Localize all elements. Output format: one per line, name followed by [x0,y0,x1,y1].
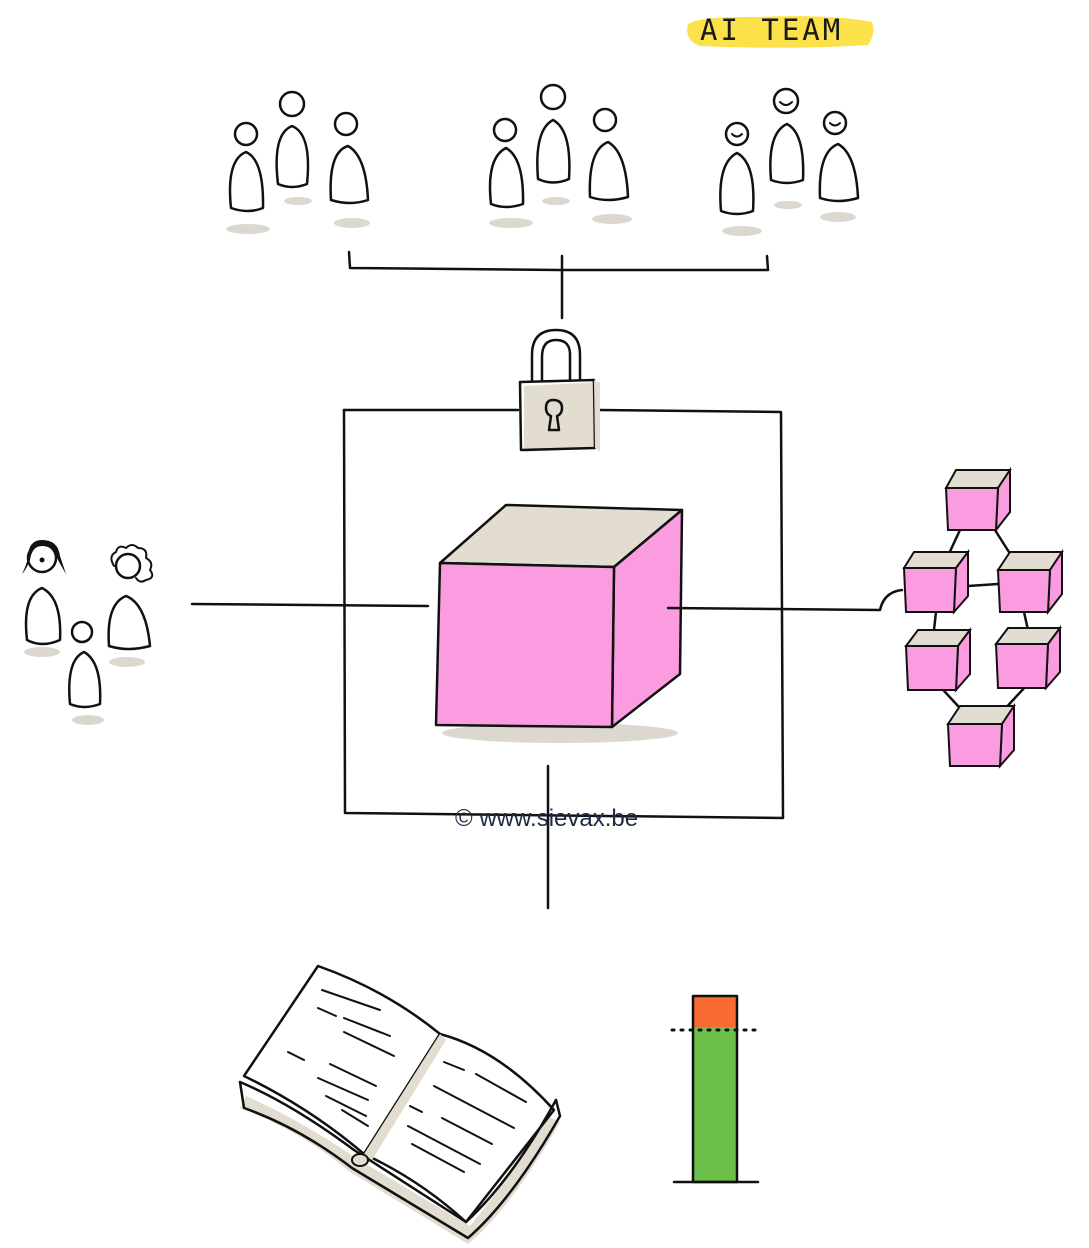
system-node [944,466,1012,534]
documentation-book-icon [238,964,562,1244]
ai-team-tag: AI TEAM [687,13,874,48]
copyright-label: © www.sievax.be [455,805,638,832]
system-node [904,627,972,693]
model-to-systems-line [666,588,904,612]
connection-lines [190,588,904,910]
system-node [902,549,970,615]
users-to-model-line [190,602,430,608]
teams-connector-bracket [347,250,770,320]
padlock-icon [518,328,600,452]
threshold-bar-icon [670,994,760,1184]
user-group [22,540,154,725]
ai-model-cube [434,503,684,743]
team-group-1 [226,90,370,234]
system-node [946,702,1016,769]
system-node [996,548,1064,616]
secure-boundary-box [342,408,785,820]
team-group-2 [488,83,632,228]
bar-fill [693,1027,737,1182]
team-group-3-smiling [719,87,860,236]
system-node [994,625,1062,691]
ai-team-label: AI TEAM [700,13,843,47]
connected-systems-network [902,466,1064,769]
bar-over-threshold [693,996,737,1028]
